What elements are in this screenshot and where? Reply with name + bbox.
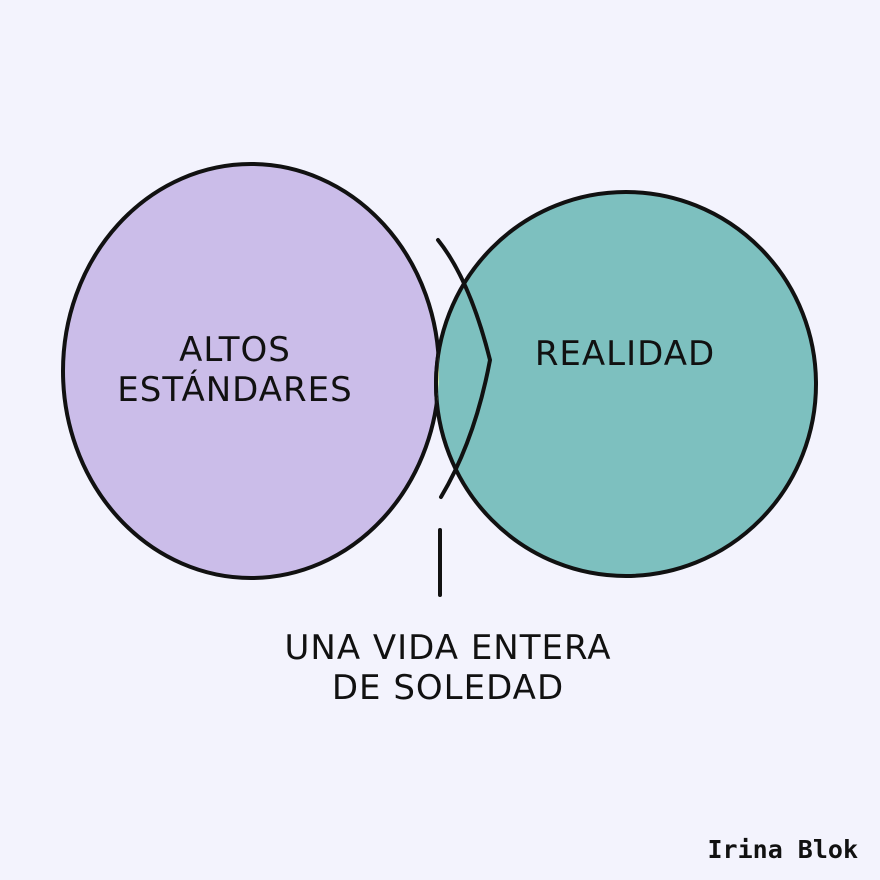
set-a-boundary-in-intersection: [436, 238, 493, 499]
intersection-region: [434, 190, 439, 578]
intersection-label-line-2: DE SOLEDAD: [331, 668, 565, 708]
set-a-label-line-1: ALTOS: [179, 330, 291, 370]
set-b-circle: [434, 190, 818, 578]
intersection-label-line-1: UNA VIDA ENTERA: [284, 628, 612, 668]
artist-signature: Irina Blok: [707, 835, 858, 864]
set-a-label-line-2: ESTÁNDARES: [117, 370, 353, 410]
set-b-label: REALIDAD: [505, 334, 745, 374]
set-a-label: ALTOS ESTÁNDARES: [95, 330, 375, 410]
intersection-label: UNA VIDA ENTERA DE SOLEDAD: [230, 628, 666, 708]
set-b-label-line-1: REALIDAD: [534, 334, 716, 374]
